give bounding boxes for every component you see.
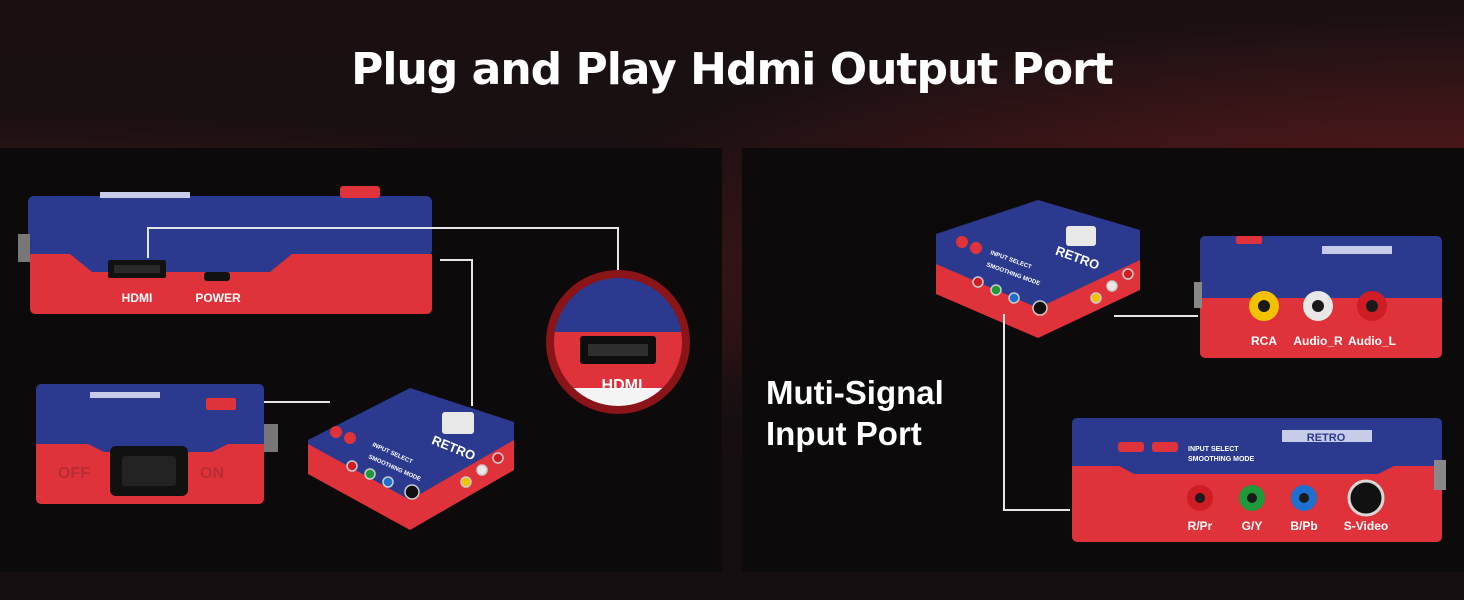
rca-port-label: RCA: [1251, 334, 1277, 348]
device-connector-line: [440, 259, 473, 406]
heading-line-2: Input Port: [766, 415, 922, 452]
power-port-label: POWER: [195, 291, 241, 305]
audio-r-port-label: Audio_R: [1293, 334, 1343, 348]
multi-signal-heading: Muti-Signal Input Port: [766, 372, 944, 454]
retroscaler-small-device-right: RETRO INPUT SELECT SMOOTHING MODE: [936, 200, 1140, 338]
hdmi-port-label: HDMI: [122, 291, 153, 305]
g-y-port-label: G/Y: [1242, 519, 1263, 533]
switch-on-label: ON: [200, 465, 224, 482]
heading-line-1: Muti-Signal: [766, 374, 944, 411]
hdmi-callout-line: [147, 227, 619, 272]
hdmi-output-panel: HDMI POWER HDMI: [0, 148, 722, 572]
brand-label-video: RETRO: [1307, 432, 1346, 444]
input-select-label-video: INPUT SELECT: [1188, 446, 1239, 453]
r-pr-port-label: R/Pr: [1188, 519, 1213, 533]
video-input-device: INPUT SELECT SMOOTHING MODE RETRO R/Pr G…: [1072, 418, 1446, 542]
smoothing-mode-label-video: SMOOTHING MODE: [1188, 456, 1254, 463]
zoom-hdmi-label: HDMI: [602, 377, 643, 394]
audio-l-port-label: Audio_L: [1348, 334, 1396, 348]
page-headline: Plug and Play Hdmi Output Port: [351, 44, 1114, 95]
audio-input-device: RCA Audio_R Audio_L: [1194, 236, 1442, 358]
b-pb-port-label: B/Pb: [1290, 519, 1317, 533]
hdmi-illustration: HDMI POWER HDMI: [18, 186, 690, 530]
switch-off-label: OFF: [58, 465, 90, 482]
power-switch-device: OFF ON: [36, 384, 278, 504]
video-connector-line: [1003, 314, 1070, 511]
s-video-port-label: S-Video: [1344, 519, 1388, 533]
input-illustration: RETRO INPUT SELECT SMOOTHING MODE RCA A: [936, 200, 1446, 542]
hdmi-zoom-circle: HDMI: [546, 270, 690, 414]
retroscaler-small-device: RETRO INPUT SELECT SMOOTHING MODE: [308, 388, 514, 530]
multi-signal-input-panel: Muti-Signal Input Port RETRO INPUT SELEC…: [742, 148, 1464, 572]
top-device: HDMI POWER: [18, 186, 432, 314]
